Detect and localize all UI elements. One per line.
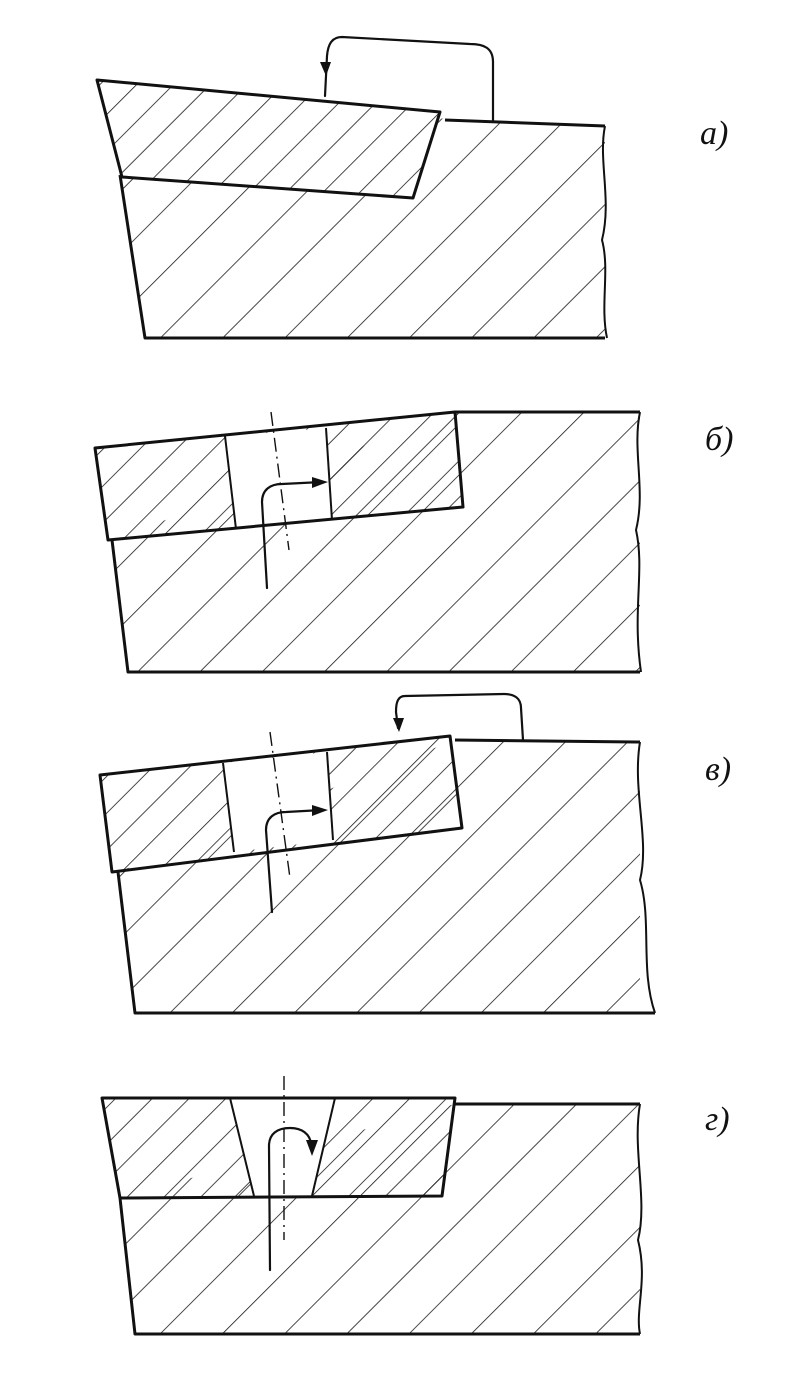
panel-label-b: б) [705,421,733,458]
panel-label-a: а) [700,115,728,152]
panel-v: в) [98,692,731,1015]
flow-arrow-g [267,1126,318,1272]
plate-v [98,734,464,874]
base-block-b [110,410,642,674]
flow-arrow-v-outer [393,692,525,742]
panel-label-v: в) [705,751,731,788]
base-block-v [116,738,656,1015]
base-block-g [118,1102,643,1336]
panel-b: б) [93,410,733,674]
panel-g: г) [100,1076,730,1336]
wedge-plate-a [95,78,442,200]
panel-label-g: г) [705,1101,730,1138]
panel-a: а) [95,35,728,340]
plate-g [100,1096,457,1200]
flow-arrow-v-inner [264,805,328,914]
flow-arrow-b [260,477,328,590]
center-axis-b [270,411,290,551]
flow-arrow-a [320,35,495,122]
